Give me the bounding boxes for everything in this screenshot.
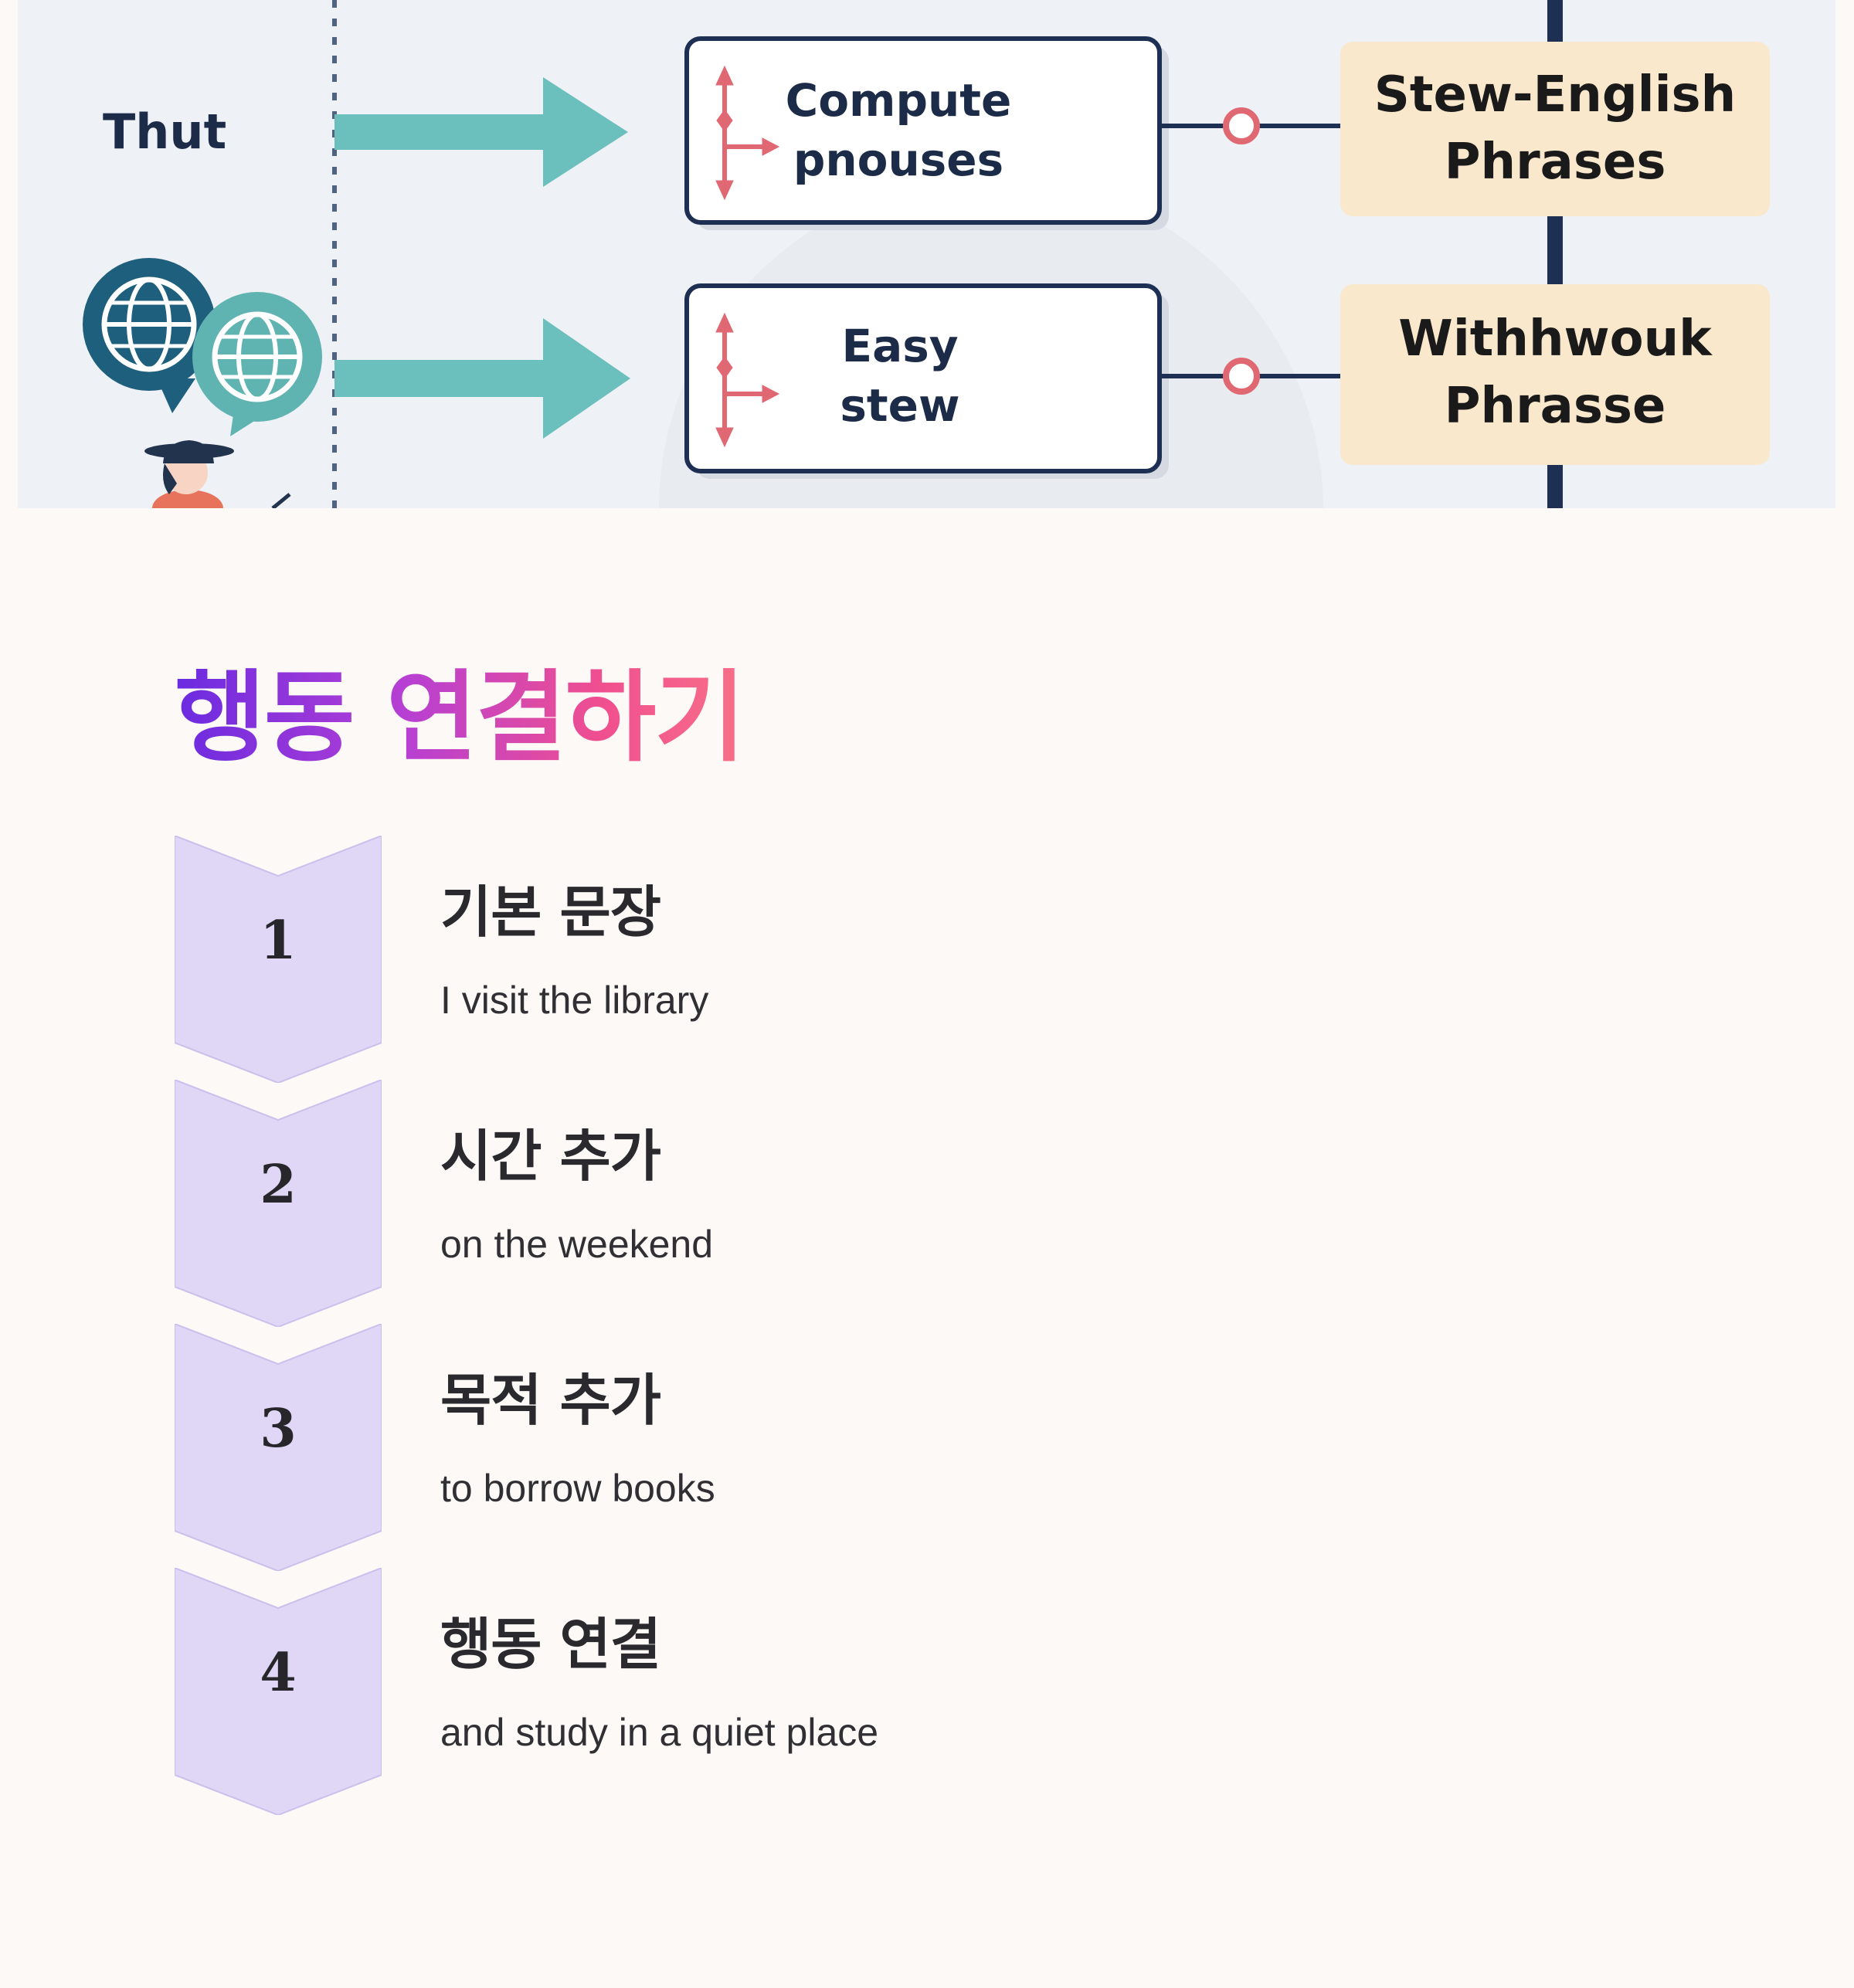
chevron-shape [175, 1568, 382, 1815]
arrow-1 [334, 77, 628, 187]
step-description: and study in a quiet place [440, 1711, 879, 1754]
step-title: 기본 문장 [440, 880, 661, 945]
connector-2 [1160, 358, 1340, 395]
concept-box-2-label: Easy stew [840, 320, 960, 432]
phrase-card-2 [1340, 284, 1770, 465]
step-description: to borrow books [440, 1467, 715, 1510]
step-title: 행동 연결 [440, 1612, 661, 1677]
step-number: 4 [260, 1642, 297, 1704]
illustration-banner: Thut Compute pnouses Easy stew Stew-Engl… [18, 0, 1835, 508]
chevron-shape [175, 1324, 382, 1571]
step-item: 3 목적 추가 to borrow books [175, 1324, 1565, 1571]
chevron-shape [175, 1080, 382, 1327]
step-item: 4 행동 연결 and study in a quiet place [175, 1568, 1565, 1815]
globe-speech-bubble-icon [83, 258, 216, 413]
step-number: 3 [260, 1398, 297, 1460]
branch-icon [715, 65, 780, 201]
step-number: 1 [260, 910, 297, 972]
step-item: 2 시간 추가 on the weekend [175, 1080, 1565, 1327]
step-item: 1 기본 문장 I visit the library [175, 836, 1565, 1083]
left-label: Thut [103, 103, 227, 160]
section-title: 행동 연결하기 [175, 660, 745, 775]
chevron-shape [175, 836, 382, 1083]
globe-speech-bubble-icon [192, 292, 322, 436]
concept-box-1-label: Compute pnouses [785, 74, 1012, 186]
phrase-card-1-label: Stew-English Phrases [1374, 66, 1737, 192]
step-number: 2 [260, 1154, 297, 1216]
step-description: I visit the library [440, 979, 709, 1022]
person-illustration [144, 440, 291, 508]
connector-1 [1160, 107, 1340, 144]
illustration-graphic [83, 0, 1770, 508]
phrase-card-2-label: Withhwouk Phrasse [1398, 310, 1712, 436]
step-description: on the weekend [440, 1223, 714, 1266]
branch-icon [715, 312, 780, 448]
arrow-2 [334, 318, 630, 439]
concept-box-1 [684, 36, 1169, 230]
step-title: 시간 추가 [440, 1124, 661, 1189]
concept-box-2 [684, 283, 1169, 479]
phrase-card-1 [1340, 42, 1770, 216]
step-title: 목적 추가 [440, 1368, 661, 1433]
